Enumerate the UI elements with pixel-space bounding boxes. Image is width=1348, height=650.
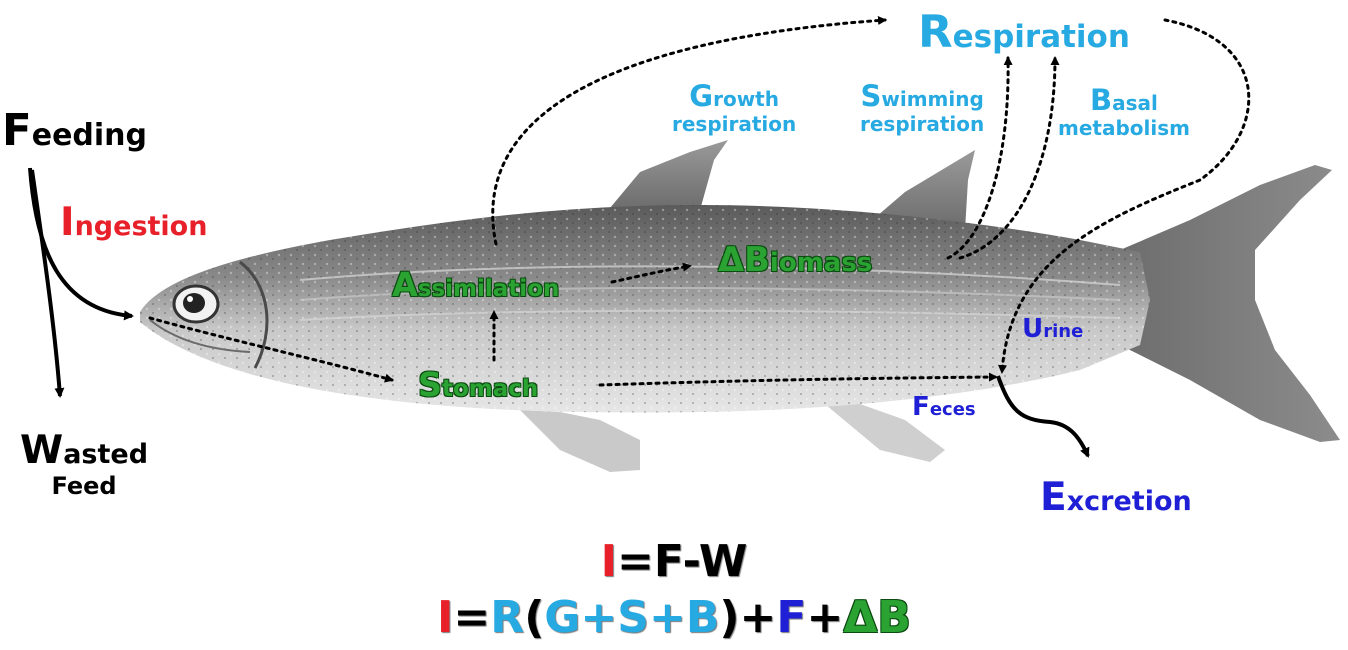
dorsal-fin-2 xyxy=(870,150,975,230)
arrow-biomass-to-basal xyxy=(958,56,1060,260)
tail-fin xyxy=(1120,165,1340,442)
arrow-assimilation-to-biomass xyxy=(610,262,692,284)
arrow-feeding-to-ingestion xyxy=(28,167,134,321)
label-assimilation: Assimilation xyxy=(392,265,560,304)
arrow-feces-to-excretion xyxy=(996,375,1090,458)
arrow-feeding-to-wasted xyxy=(30,169,65,398)
arrow-assimilation-to-respiration xyxy=(491,16,887,246)
dorsal-fin-1 xyxy=(610,140,728,210)
label-stomach: Stomach xyxy=(418,365,539,404)
label-wasted-feed: Wasted Feed xyxy=(20,428,149,501)
fish-eye xyxy=(172,284,220,324)
arrow-biomass-to-swimming xyxy=(946,56,1013,260)
arrow-mouth-to-stomach xyxy=(148,316,394,383)
anal-fin xyxy=(820,400,945,462)
label-urine: Urine xyxy=(1022,314,1084,344)
gill-cover xyxy=(239,260,269,369)
label-growth-respiration: Growth respiration xyxy=(672,79,797,137)
equation-1: I=F-W xyxy=(600,536,748,587)
label-respiration: Respiration xyxy=(918,5,1130,58)
arrow-stomach-to-feces xyxy=(598,372,998,387)
label-swimming-respiration: Swimming respiration xyxy=(860,79,985,137)
label-basal-metabolism: Basal metabolism xyxy=(1058,83,1190,141)
equation-2: I=R(G+S+B)+F+ΔB xyxy=(437,592,911,643)
label-ingestion: Ingestion xyxy=(60,200,208,245)
label-feces: Feces xyxy=(912,392,976,422)
pelvic-fin xyxy=(520,410,640,472)
label-delta-biomass: ΔBiomass xyxy=(718,240,873,279)
label-feeding: Feeding xyxy=(2,106,148,156)
arrow-respiration-to-urine xyxy=(998,18,1251,374)
label-excretion: Excretion xyxy=(1040,475,1192,520)
